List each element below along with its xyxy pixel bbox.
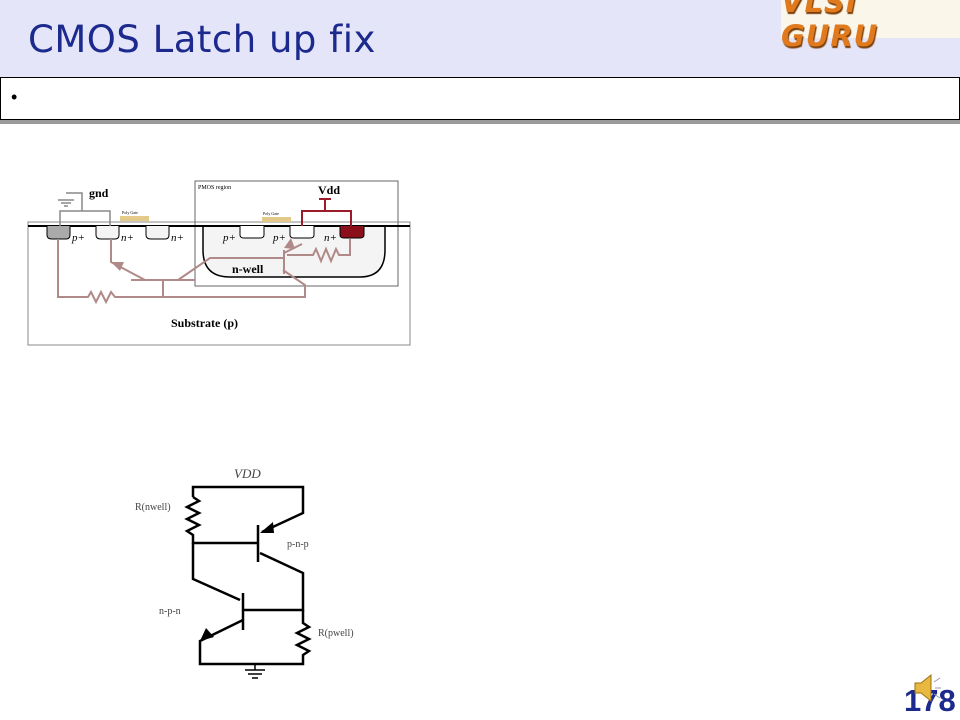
substrate-label: Substrate (p) [171,316,238,330]
pnp-label: p-n-p [287,539,309,550]
n-plus-label: n+ [324,232,337,244]
vdd-label: Vdd [318,183,340,197]
n-plus-label: n+ [171,232,184,244]
p-plus-label: p+ [222,232,236,244]
p-plus-label: p+ [71,232,85,244]
n-plus-label: n+ [121,232,134,244]
pmos-region-label: PMOS region [198,185,231,191]
latchup-circuit [184,485,312,679]
r-pwell-label: R(pwell) [318,628,354,639]
n-well-label: n-well [232,262,264,276]
speaker-icon[interactable] [912,672,942,704]
npn-label: n-p-n [159,606,181,617]
poly-gate-label: Poly Gate [122,210,138,215]
bullet: • [11,87,18,107]
poly-gate-label: Poly Gate [263,211,279,216]
content-textbox[interactable]: • [0,77,960,120]
r-nwell-label: R(nwell) [135,502,171,513]
vlsi-guru-logo: VLSI GURU [781,0,960,53]
gnd-label: gnd [89,186,109,200]
p-plus-label: p+ [272,232,286,244]
vdd-circuit-label: VDD [234,466,261,481]
slide-title: CMOS Latch up fix [28,18,376,61]
